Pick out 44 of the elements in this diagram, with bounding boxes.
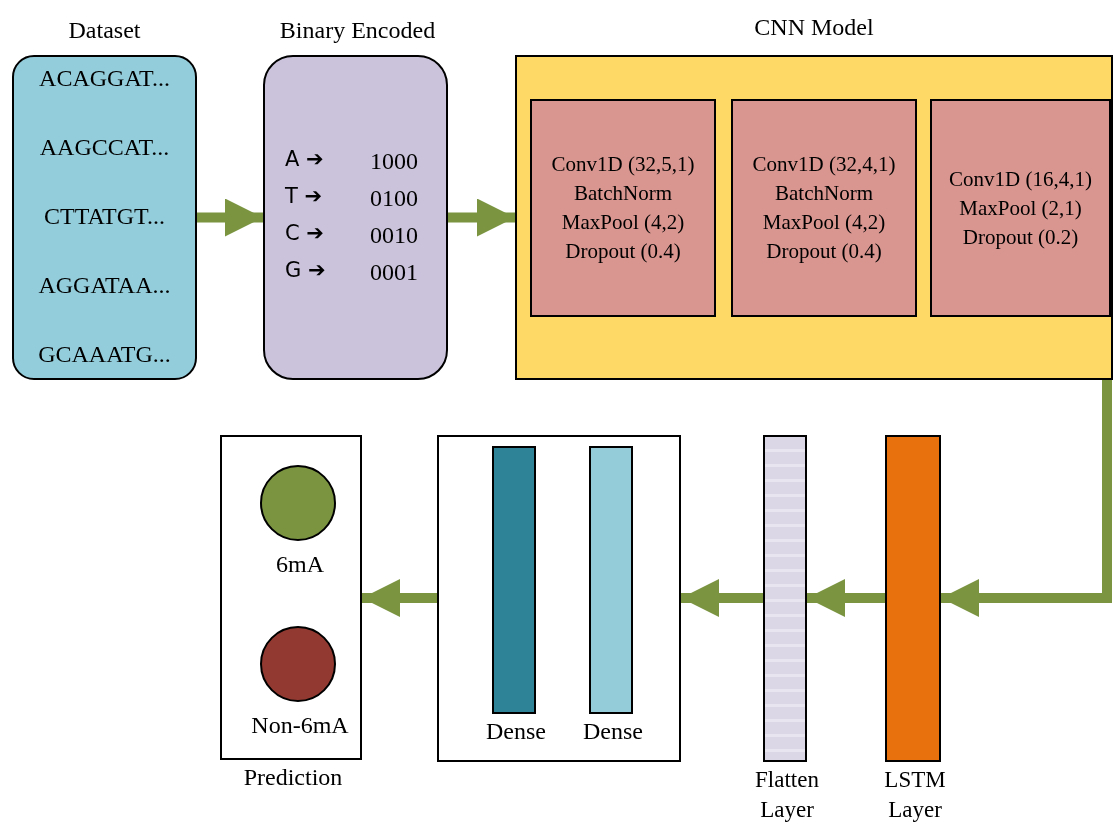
sequence-text: AGGATAA... xyxy=(37,272,172,299)
layer-text: Conv1D (32,4,1) xyxy=(752,151,896,178)
layer-text: MaxPool (4,2) xyxy=(762,209,886,236)
layer-text: Conv1D (16,4,1) xyxy=(949,165,1092,193)
panel-caption: Prediction xyxy=(242,764,344,791)
class-label: 6mA xyxy=(275,551,325,578)
arrow xyxy=(362,579,437,617)
layer-text: MaxPool (4,2) xyxy=(561,209,685,236)
nucleotide-label: G ➔ xyxy=(285,259,326,283)
binary-code: 0100 xyxy=(370,185,418,212)
layer-text: BatchNorm xyxy=(775,180,873,207)
layer-text: Dropout (0.2) xyxy=(962,223,1079,251)
binary-code: 0001 xyxy=(370,259,418,286)
nucleotide-label: A ➔ xyxy=(285,148,324,172)
binary-code: 1000 xyxy=(370,148,418,175)
layer-block xyxy=(530,99,716,317)
binary-code: 0010 xyxy=(370,222,418,249)
layer-text: Dropout (0.4) xyxy=(766,238,882,265)
dense-panel xyxy=(437,435,681,762)
layer-caption: Dense xyxy=(485,718,547,745)
layer-caption: Flatten Layer xyxy=(754,766,820,824)
nucleotide-label: C ➔ xyxy=(285,222,324,246)
sequence-text: GCAAATG... xyxy=(37,341,172,368)
class-label: Non-6mA xyxy=(250,712,350,739)
arrow xyxy=(197,198,263,237)
sequence-text: CTTATGT... xyxy=(43,203,166,230)
layer-text: MaxPool (2,1) xyxy=(959,194,1082,222)
arrow xyxy=(448,198,515,237)
panel-title: CNN Model xyxy=(753,14,875,41)
arrow xyxy=(681,579,763,617)
layer-block xyxy=(930,99,1111,317)
layer-text: BatchNorm xyxy=(574,180,672,207)
column-heading: Binary Encoded xyxy=(278,17,437,44)
column-heading: Dataset xyxy=(67,17,142,44)
sequence-text: ACAGGAT... xyxy=(38,65,171,92)
layer-text: Conv1D (32,5,1) xyxy=(551,151,695,178)
arrow xyxy=(807,579,885,617)
layer-caption: LSTM Layer xyxy=(883,766,947,824)
layer-block xyxy=(731,99,917,317)
layer-caption: Dense xyxy=(582,718,644,745)
sequence-text: AAGCCAT... xyxy=(38,134,171,161)
nucleotide-label: T ➔ xyxy=(285,185,323,209)
layer-text: Dropout (0.4) xyxy=(565,238,681,265)
arrow xyxy=(941,380,1112,617)
